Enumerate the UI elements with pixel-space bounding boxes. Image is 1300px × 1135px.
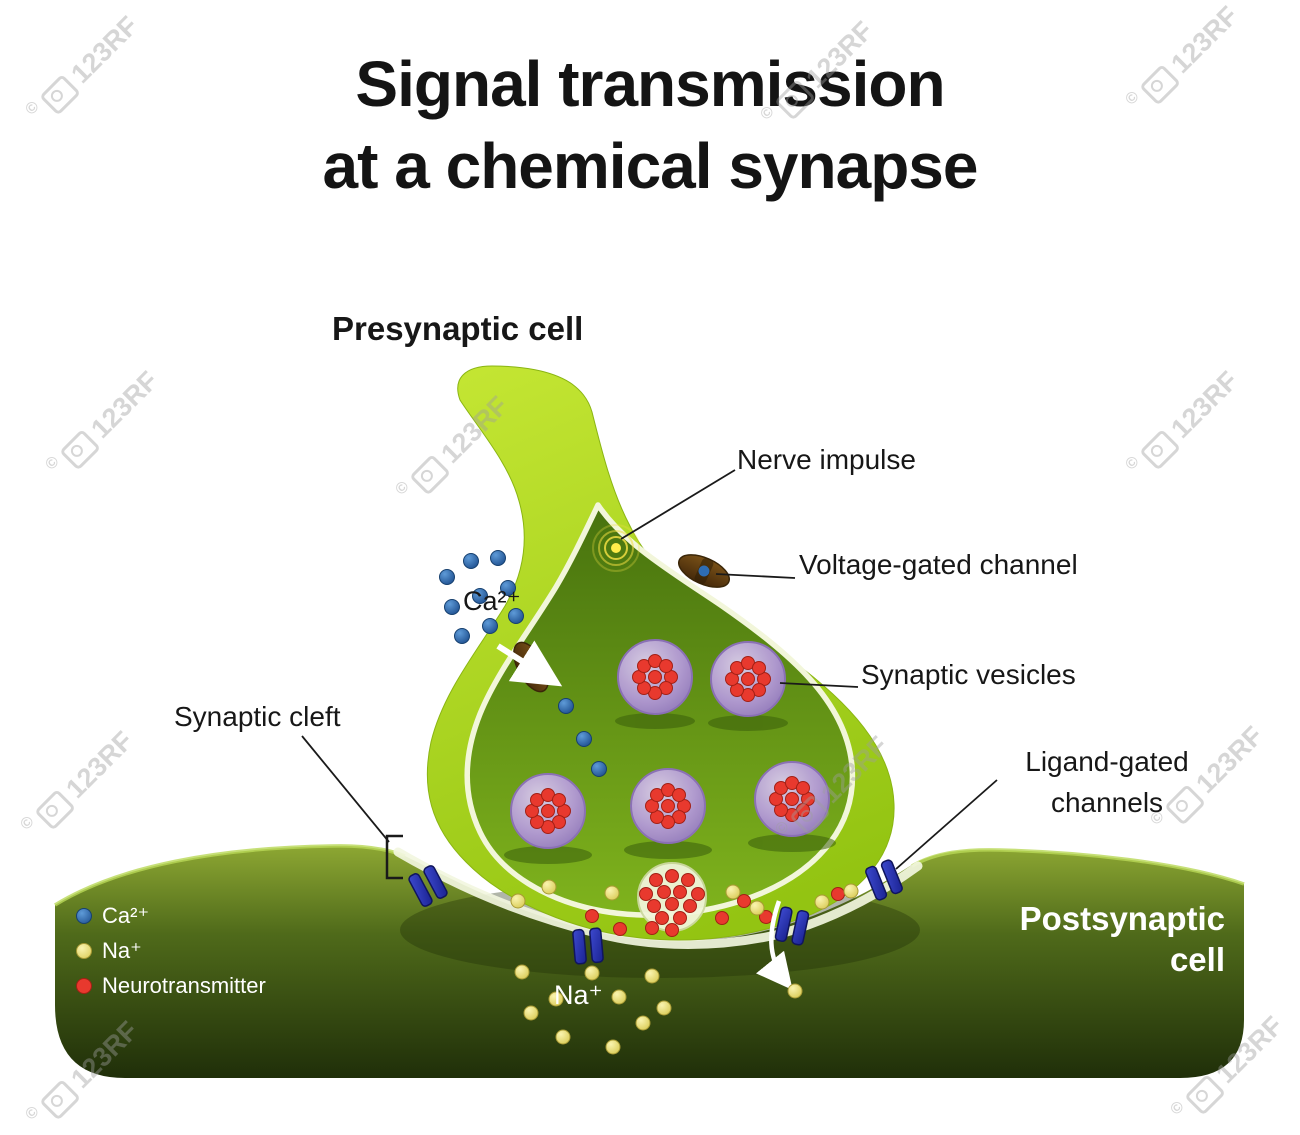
label-sodium-ion: Na⁺ <box>554 980 603 1010</box>
label-synaptic-cleft: Synaptic cleft <box>174 701 341 732</box>
page-title: Signal transmission at a chemical synaps… <box>0 44 1300 208</box>
calcium-influx-arrow <box>496 640 563 687</box>
sodium-dot-icon <box>76 943 92 959</box>
sodium-influx-arrow <box>756 900 793 990</box>
synaptic-vesicle <box>618 640 692 714</box>
fused-vesicle <box>637 862 707 937</box>
legend-item-neurotransmitter: Neurotransmitter <box>76 973 266 999</box>
title-line2: at a chemical synapse <box>322 129 979 202</box>
nerve-impulse-glow <box>592 524 640 572</box>
cleft-bracket <box>385 834 403 880</box>
legend: Ca²⁺ Na⁺ Neurotransmitter <box>76 903 266 1008</box>
vesicle-shadows <box>504 713 836 864</box>
postsynaptic-line1: Postsynaptic <box>1019 900 1225 937</box>
synaptic-vesicle <box>711 642 785 716</box>
pointer-lines <box>301 469 998 880</box>
calcium-dot-icon <box>76 908 92 924</box>
title-line1: Signal transmission <box>355 48 945 120</box>
postsynaptic-line2: cell <box>1169 941 1225 979</box>
neurotransmitter-dot-icon <box>76 978 92 994</box>
synaptic-vesicle <box>511 774 585 848</box>
voltage-gated-channels <box>496 547 735 698</box>
label-postsynaptic-cell: Postsynaptic cell <box>960 898 1225 981</box>
ligand-line2: channels <box>1050 786 1164 818</box>
label-calcium-ion: Ca²⁺ <box>463 586 521 616</box>
membrane-highlight-left <box>54 844 406 907</box>
membrane-highlight-right <box>911 848 1245 886</box>
synaptic-cleft-band <box>393 847 923 949</box>
label-ligand-gated-channels: Ligand-gated channels <box>988 742 1226 823</box>
synaptic-vesicle <box>755 762 829 836</box>
label-synaptic-vesicles: Synaptic vesicles <box>861 659 1076 690</box>
synaptic-vesicle <box>631 769 705 843</box>
label-voltage-gated-channel: Voltage-gated channel <box>799 549 1078 580</box>
legend-label: Neurotransmitter <box>102 973 266 998</box>
legend-label: Ca²⁺ <box>102 903 150 928</box>
ligand-line1: Ligand-gated <box>1025 746 1189 777</box>
legend-item-sodium: Na⁺ <box>76 938 266 964</box>
label-presynaptic-cell: Presynaptic cell <box>332 310 584 347</box>
ligand-gated-channels <box>406 858 905 990</box>
legend-item-calcium: Ca²⁺ <box>76 903 266 929</box>
postsynaptic-cell-shape <box>55 845 1244 1078</box>
legend-label: Na⁺ <box>102 938 142 963</box>
label-nerve-impulse: Nerve impulse <box>737 444 916 475</box>
